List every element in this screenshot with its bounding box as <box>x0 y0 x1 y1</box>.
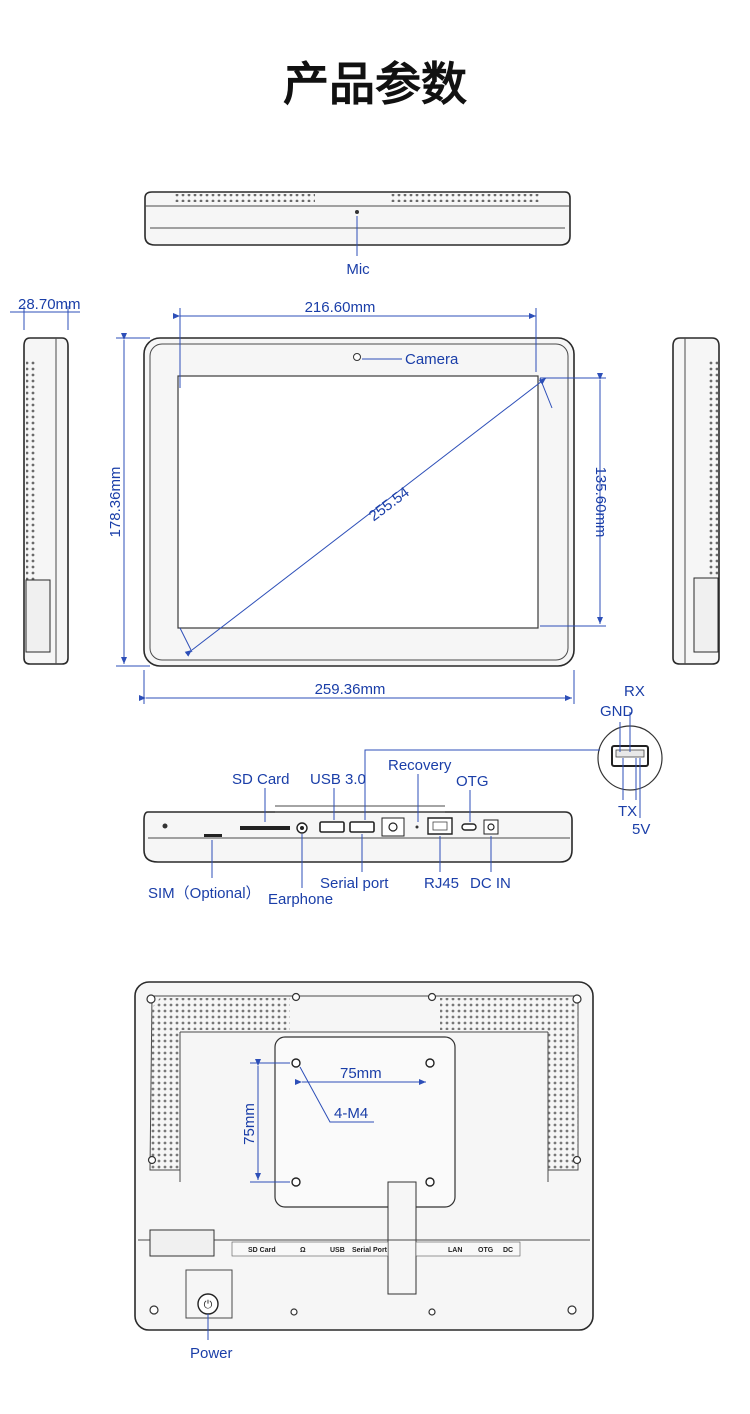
vesa-hole <box>291 1177 301 1187</box>
dc-in-label: DC IN <box>470 875 511 892</box>
strip-earphone-icon: Ω <box>300 1247 306 1254</box>
screws-label: 4-M4 <box>334 1105 368 1122</box>
ports-view: SD Card USB 3.0 Recovery OTG SIM（Optiona… <box>143 749 600 908</box>
vesa-vertical-label: 75mm <box>241 1103 258 1145</box>
otg-label: OTG <box>456 773 489 790</box>
screen-width-label: 216.60mm <box>305 299 376 316</box>
gnd-label: GND <box>600 703 634 720</box>
back-view: SD Card Ω USB Serial Port LAN OTG DC ⏻ P… <box>134 981 594 1362</box>
screen-height-label: 135.60mm <box>592 467 609 538</box>
usb30-label: USB 3.0 <box>310 771 366 788</box>
power-icon: ⏻ <box>204 1298 213 1311</box>
screen-area <box>177 375 539 629</box>
usb-pinout: RX GND TX 5V <box>597 683 663 838</box>
tx-label: TX <box>618 803 637 820</box>
serial-port-label: Serial port <box>320 875 389 892</box>
rj45-label: RJ45 <box>424 875 459 892</box>
strip-lan-label: LAN <box>448 1247 462 1254</box>
right-side-view <box>672 337 720 665</box>
height-label: 178.36mm <box>107 467 124 538</box>
depth-label: 28.70mm <box>18 296 81 313</box>
strip-dc-label: DC <box>503 1247 513 1254</box>
strip-sd-label: SD Card <box>248 1247 276 1254</box>
mic-hole <box>355 210 359 214</box>
sim-label: SIM（Optional） <box>148 885 261 902</box>
vesa-hole <box>291 1058 301 1068</box>
vesa-hole <box>425 1058 435 1068</box>
sd-card-label: SD Card <box>232 771 290 788</box>
width-label: 259.36mm <box>315 681 386 698</box>
camera-label: Camera <box>405 351 459 368</box>
strip-usb-label: USB <box>330 1247 345 1254</box>
strip-serial-label: Serial Port <box>352 1247 388 1254</box>
camera-hole <box>353 353 361 361</box>
page-title: 产品参数 <box>283 57 467 111</box>
earphone-label: Earphone <box>268 891 333 908</box>
mic-label: Mic <box>346 261 370 278</box>
vesa-horizontal-label: 75mm <box>340 1065 382 1082</box>
5v-label: 5V <box>632 821 650 838</box>
top-view: Mic <box>144 191 571 278</box>
power-label: Power <box>190 1345 233 1362</box>
recovery-label: Recovery <box>388 757 452 774</box>
front-view: Camera 216.60mm 178.36mm 135.60mm 255.54… <box>107 299 609 704</box>
strip-otg-label: OTG <box>478 1247 494 1254</box>
left-side-view: 28.70mm <box>10 296 81 665</box>
vesa-hole <box>425 1177 435 1187</box>
rx-label: RX <box>624 683 645 700</box>
